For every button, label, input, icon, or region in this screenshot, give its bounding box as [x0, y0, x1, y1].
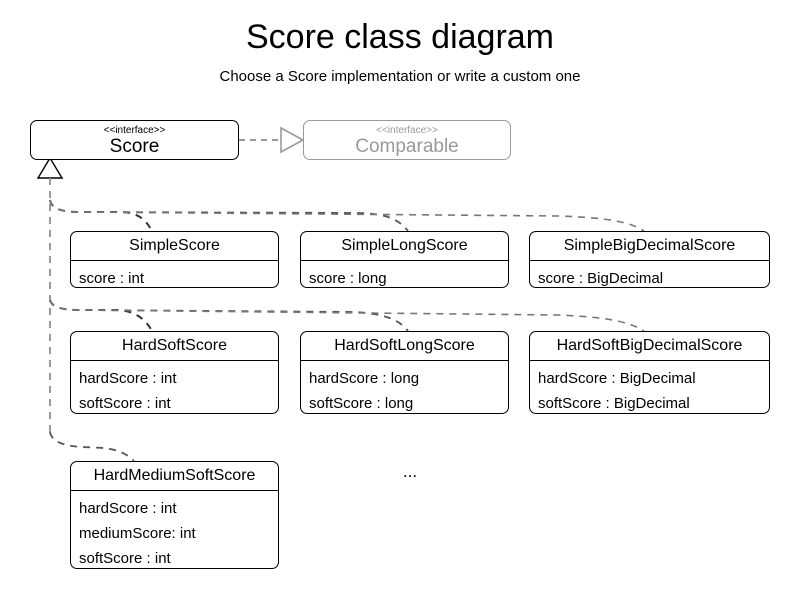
attribute-row: softScore : int: [79, 550, 171, 567]
attribute-row: softScore : long: [309, 395, 414, 412]
class-name: HardSoftLongScore: [301, 332, 508, 361]
class-attributes: score : BigDecimal: [530, 261, 769, 297]
attribute-row: score : long: [309, 270, 387, 287]
class-name: HardSoftScore: [71, 332, 278, 361]
inheritance-branch-simplescore: [49, 199, 153, 232]
attribute-row: hardScore : int: [79, 500, 177, 517]
class-box-hardsoftlongscore[interactable]: HardSoftLongScore hardScore : long softS…: [300, 331, 509, 414]
inheritance-branch-hardmediumsoftscore: [49, 431, 135, 462]
class-attributes: hardScore : int softScore : int: [71, 361, 278, 422]
class-attributes: score : long: [301, 261, 508, 297]
interface-box-score[interactable]: <<interface>> Score: [30, 120, 239, 160]
attribute-row: hardScore : long: [309, 370, 420, 387]
interface-name: Comparable: [355, 136, 459, 157]
class-name: SimpleBigDecimalScore: [530, 232, 769, 261]
attribute-row: hardScore : BigDecimal: [538, 370, 696, 387]
attribute-row: score : int: [79, 270, 145, 287]
realization-score-to-comparable: [239, 126, 305, 154]
class-name: HardMediumSoftScore: [71, 462, 278, 491]
class-box-simplebigdecimalscore[interactable]: SimpleBigDecimalScore score : BigDecimal: [529, 231, 770, 288]
interface-box-comparable[interactable]: <<interface>> Comparable: [303, 120, 511, 160]
class-name: HardSoftBigDecimalScore: [530, 332, 769, 361]
page-subtitle: Choose a Score implementation or write a…: [219, 68, 581, 85]
class-attributes: hardScore : int mediumScore: int softSco…: [71, 491, 278, 577]
class-attributes: hardScore : BigDecimal softScore : BigDe…: [530, 361, 769, 422]
interface-stereotype: <<interface>>: [376, 125, 438, 136]
attribute-row: mediumScore: int: [79, 525, 196, 542]
class-name: SimpleScore: [71, 232, 278, 261]
class-attributes: hardScore : long softScore : long: [301, 361, 508, 422]
generalization-triangle: [36, 156, 64, 179]
inheritance-branch-hardsoftlongscore: [49, 299, 409, 332]
class-box-simplelongscore[interactable]: SimpleLongScore score : long: [300, 231, 509, 288]
class-box-hardsoftbigdecimalscore[interactable]: HardSoftBigDecimalScore hardScore : BigD…: [529, 331, 770, 414]
attribute-row: hardScore : int: [79, 370, 177, 387]
class-name: SimpleLongScore: [301, 232, 508, 261]
class-box-simplescore[interactable]: SimpleScore score : int: [70, 231, 279, 288]
class-box-hardsoftscore[interactable]: HardSoftScore hardScore : int softScore …: [70, 331, 279, 414]
inheritance-branch-hardsoftscore: [49, 299, 153, 332]
interface-stereotype: <<interface>>: [103, 125, 166, 136]
page-title: Score class diagram: [245, 18, 554, 56]
inheritance-branch-simplebigdecimalscore: [49, 199, 645, 232]
class-attributes: score : int: [71, 261, 278, 297]
more-classes-indicator: ...: [402, 462, 418, 481]
attribute-row: softScore : int: [79, 395, 171, 412]
interface-name: Score: [109, 136, 160, 157]
inheritance-branch-simplelongscore: [49, 199, 409, 232]
inheritance-branch-hardsoftbigdecimalscore: [49, 299, 645, 332]
attribute-row: softScore : BigDecimal: [538, 395, 690, 412]
class-box-hardmediumsoftscore[interactable]: HardMediumSoftScore hardScore : int medi…: [70, 461, 279, 569]
attribute-row: score : BigDecimal: [538, 270, 664, 287]
